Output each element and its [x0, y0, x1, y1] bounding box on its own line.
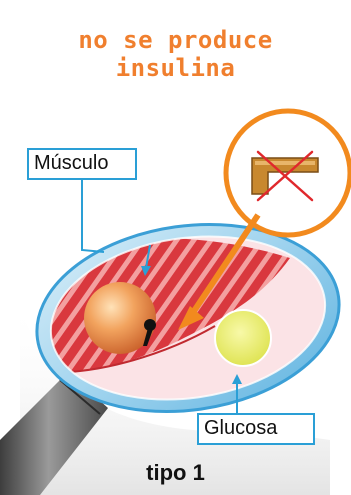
- glucose-label: Glucosa: [197, 413, 315, 445]
- glucose-molecule: [215, 310, 271, 366]
- type-label: tipo 1: [0, 460, 351, 486]
- muscle-label: Músculo: [27, 148, 137, 180]
